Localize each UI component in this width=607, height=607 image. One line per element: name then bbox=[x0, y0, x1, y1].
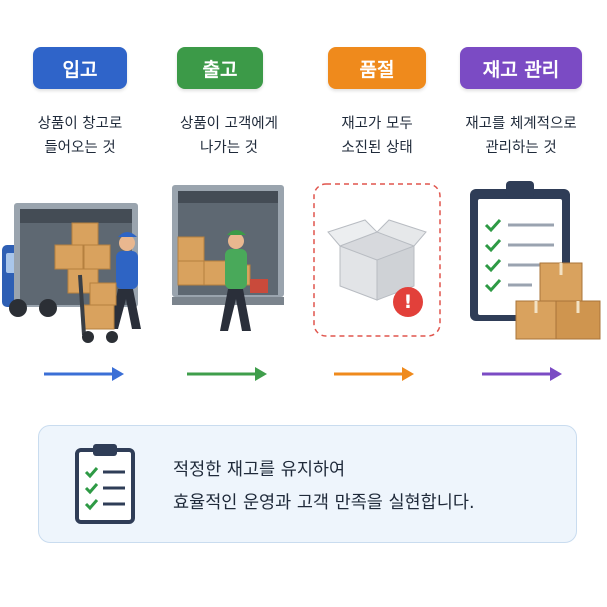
summary-banner: 적정한 재고를 유지하여 효율적인 운영과 고객 만족을 실현합니다. bbox=[38, 425, 577, 543]
empty-box-illustration bbox=[313, 183, 441, 337]
desc-outbound: 상품이 고객에게 나가는 것 bbox=[154, 112, 304, 160]
arrow-outbound bbox=[187, 367, 267, 381]
clipboard-boxes-illustration bbox=[470, 181, 601, 340]
badge-inventory-management: 재고 관리 bbox=[460, 47, 582, 89]
arrow-out-of-stock bbox=[334, 367, 414, 381]
banner-text: 적정한 재고를 유지하여 효율적인 운영과 고객 만족을 실현합니다. bbox=[173, 454, 475, 520]
badge-outbound: 출고 bbox=[177, 47, 263, 89]
desc-inbound: 상품이 창고로 들어오는 것 bbox=[5, 112, 155, 160]
desc-out-of-stock-line2: 소진된 상태 bbox=[341, 140, 413, 156]
arrow-inventory-management bbox=[482, 367, 562, 381]
badge-inbound-label: 입고 bbox=[62, 58, 98, 81]
badge-outbound-label: 출고 bbox=[202, 58, 238, 81]
badge-out-of-stock: 품절 bbox=[328, 47, 426, 89]
desc-inbound-line1: 상품이 창고로 bbox=[37, 116, 123, 132]
alert-icon: ! bbox=[393, 287, 423, 317]
desc-outbound-line2: 나가는 것 bbox=[200, 140, 258, 156]
truck-unloading-illustration bbox=[2, 203, 141, 343]
desc-inbound-line2: 들어오는 것 bbox=[44, 140, 116, 156]
desc-out-of-stock-line1: 재고가 모두 bbox=[341, 116, 413, 132]
banner-line1: 적정한 재고를 유지하여 bbox=[173, 460, 346, 480]
arrow-inbound bbox=[44, 367, 124, 381]
desc-inventory-management-line1: 재고를 체계적으로 bbox=[465, 116, 577, 132]
badge-inventory-management-label: 재고 관리 bbox=[482, 58, 560, 81]
truck-loading-illustration bbox=[172, 185, 284, 331]
desc-inventory-management-line2: 관리하는 것 bbox=[485, 140, 557, 156]
desc-out-of-stock: 재고가 모두 소진된 상태 bbox=[302, 112, 452, 160]
desc-inventory-management: 재고를 체계적으로 관리하는 것 bbox=[446, 112, 596, 160]
badge-inbound: 입고 bbox=[33, 47, 127, 89]
checklist-icon bbox=[75, 444, 135, 524]
banner-line2: 효율적인 운영과 고객 만족을 실현합니다. bbox=[173, 493, 475, 513]
desc-outbound-line1: 상품이 고객에게 bbox=[180, 116, 278, 132]
badge-out-of-stock-label: 품절 bbox=[359, 58, 395, 81]
